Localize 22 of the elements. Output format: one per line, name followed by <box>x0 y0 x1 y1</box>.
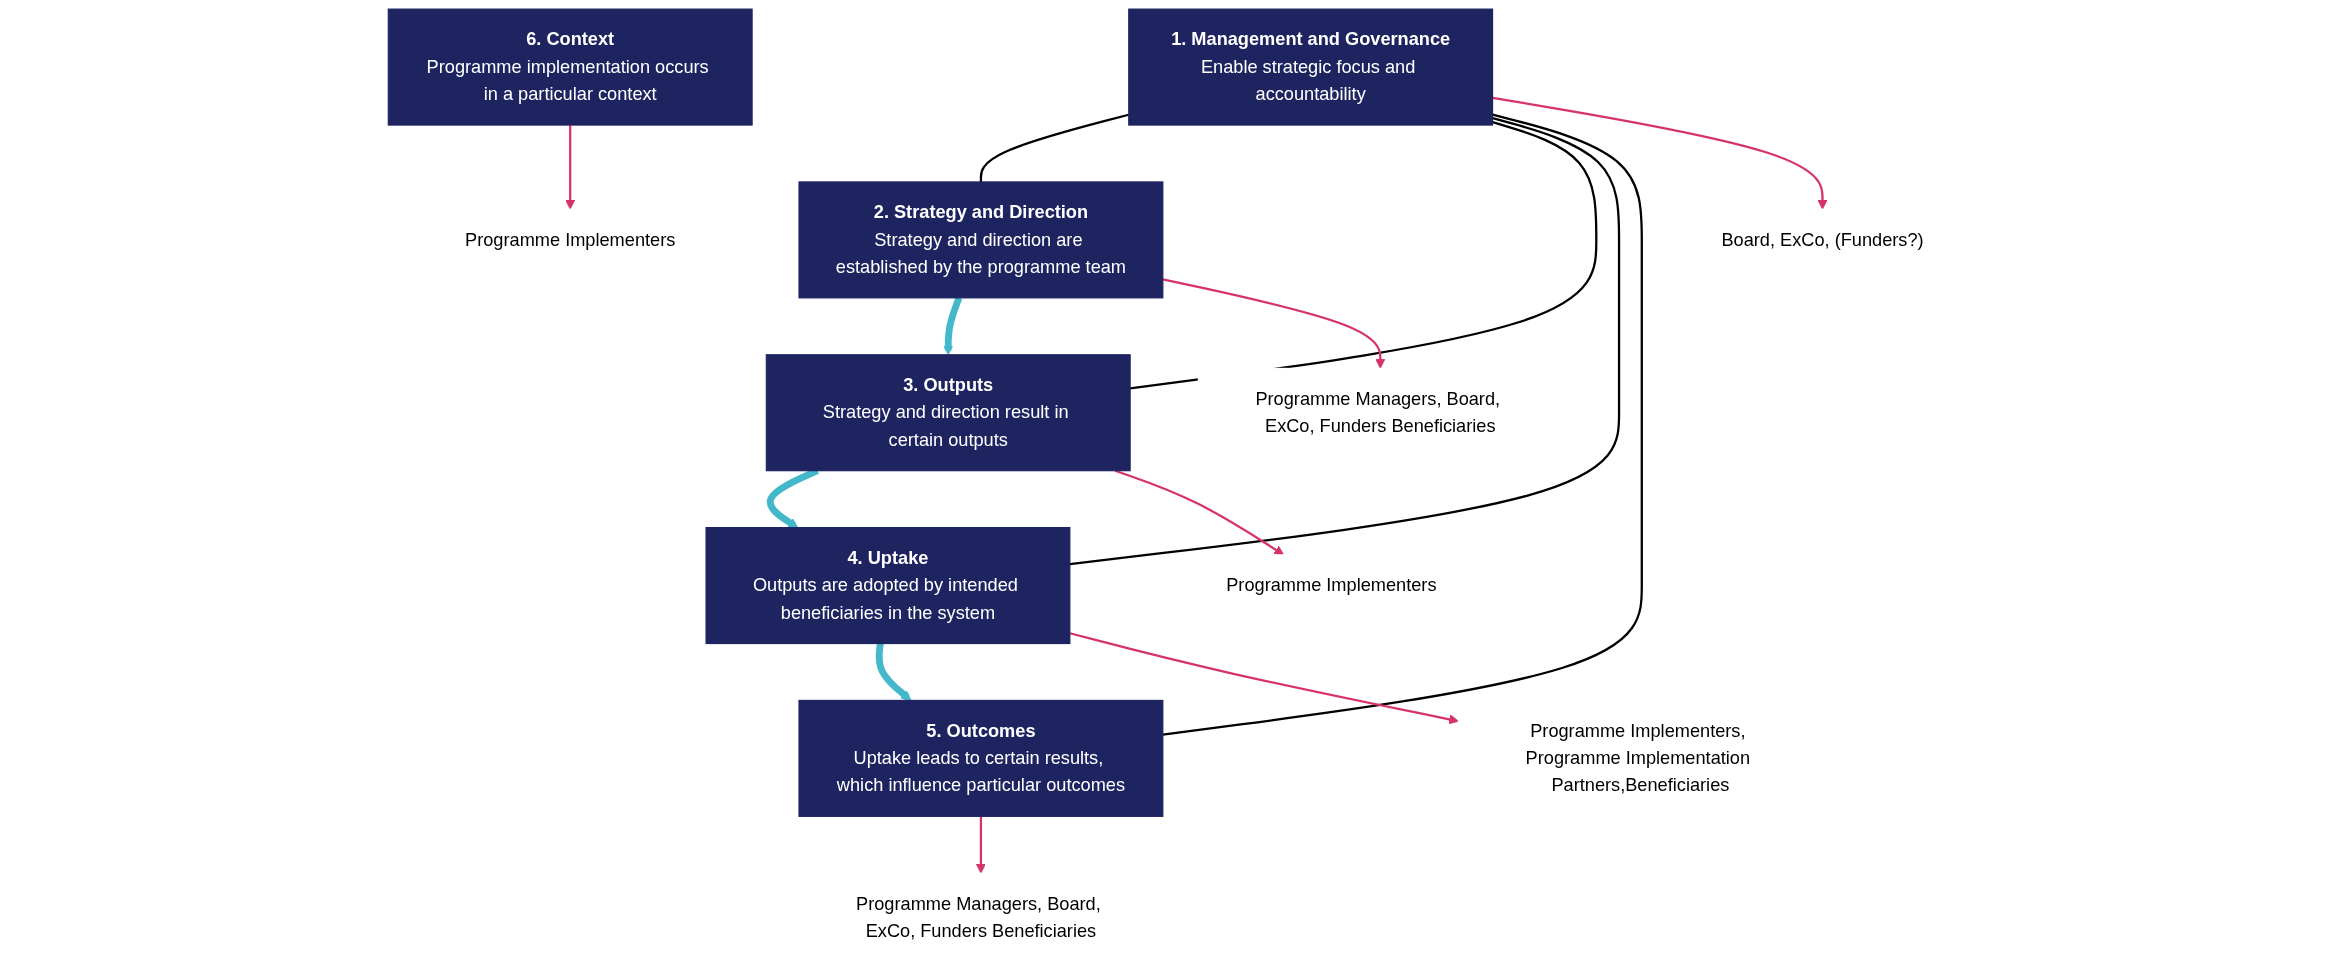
arrow <box>565 125 576 210</box>
node-box: 4. Uptake Outputs are adopted by intended beneficiaries in the system <box>705 527 1071 645</box>
node-box: 1. Management and Governance Enable strategic focus and accountability <box>1128 8 1494 126</box>
connector <box>1069 116 1621 566</box>
node-text: Board, ExCo, (Funders?) <box>1721 229 1924 249</box>
node-box: 3. Outputs Strategy and direction result in certain outputs <box>765 354 1131 472</box>
node-text: Programme Implementers <box>1226 575 1437 595</box>
arrow <box>1114 469 1285 556</box>
node-box: 2. Strategy and Direction Strategy and direction are established by the programme team <box>798 181 1164 299</box>
connector <box>1130 121 1598 390</box>
arrow <box>943 296 963 356</box>
node-text: Programme Implementers, Programme Implementation Partners,Beneficiaries <box>1525 720 1751 795</box>
arrow <box>1069 632 1459 725</box>
connector <box>1162 113 1643 736</box>
arrow <box>875 643 912 701</box>
arrow <box>975 816 986 874</box>
node-box: 5. Outcomes Uptake leads to certain results, which influence particular outcomes <box>798 699 1164 817</box>
node-text: Programme Managers, Board, ExCo, Funders Beneficiaries <box>856 893 1101 941</box>
node-box: 6. Context Programme implementation occurs in a particular context <box>387 8 753 126</box>
arrow <box>1162 278 1386 369</box>
node-text: Programme Implementers <box>465 229 676 249</box>
arrow <box>1492 96 1828 210</box>
